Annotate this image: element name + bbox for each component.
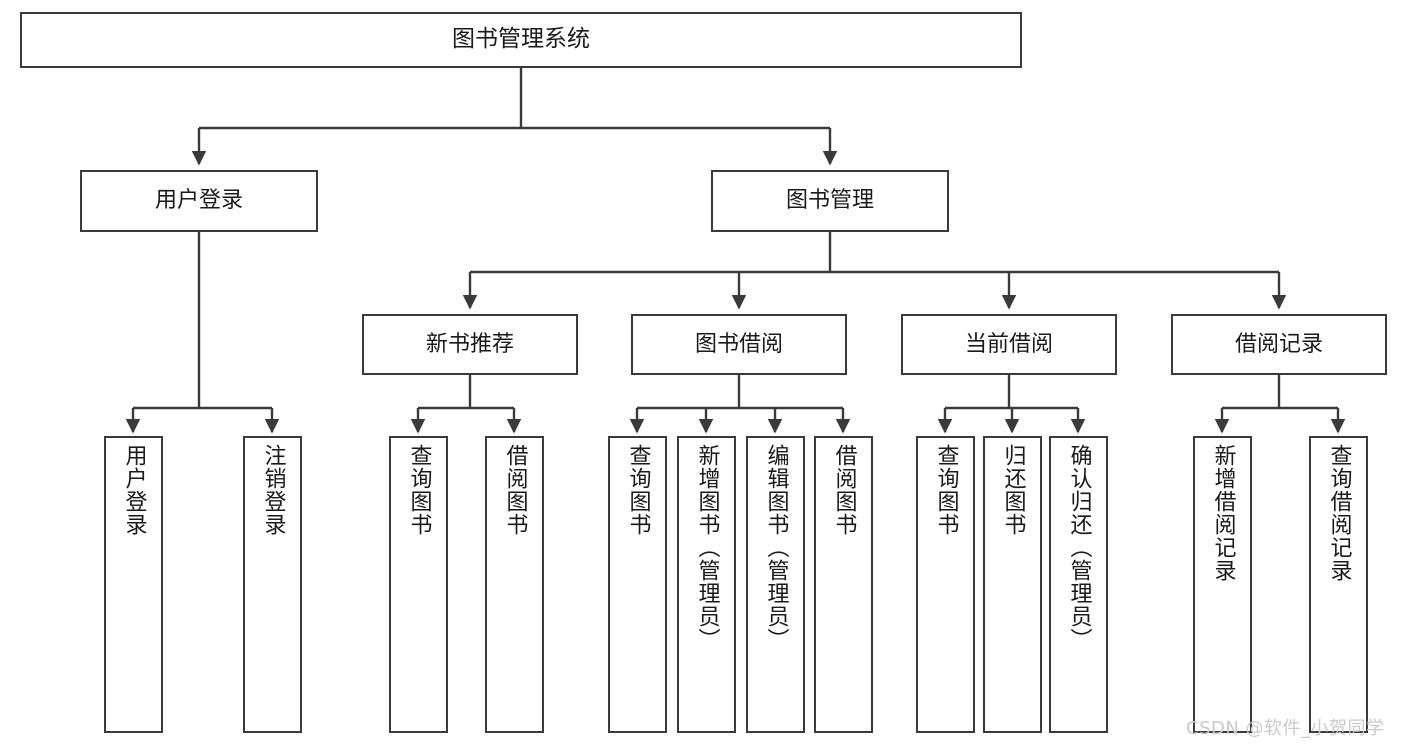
node-leaf-query-book-1-label: 查询图书 [406,444,432,536]
node-leaf-query-record[interactable]: 查询借阅记录 [1309,436,1368,733]
node-current-borrow[interactable]: 当前借阅 [901,314,1117,375]
node-leaf-edit-book-label: 编辑图书（管理员） [763,444,789,651]
node-leaf-user-login-label: 用户登录 [121,444,147,536]
node-leaf-add-book[interactable]: 新增图书（管理员） [677,436,736,733]
node-leaf-logout[interactable]: 注销登录 [243,436,302,733]
node-leaf-borrow-book-2[interactable]: 借阅图书 [814,436,873,733]
node-new-book-recommend-label: 新书推荐 [425,331,514,357]
watermark: CSDN @软件_小贺同学 [1186,718,1385,739]
node-leaf-confirm-return-label: 确认归还（管理员） [1066,444,1092,651]
node-borrow-record-label: 借阅记录 [1234,331,1323,357]
node-user-login[interactable]: 用户登录 [80,170,318,232]
node-borrow-record[interactable]: 借阅记录 [1171,314,1387,375]
node-leaf-add-book-label: 新增图书（管理员） [694,444,720,651]
node-user-login-label: 用户登录 [154,188,243,214]
node-leaf-add-record[interactable]: 新增借阅记录 [1193,436,1252,733]
node-leaf-user-login[interactable]: 用户登录 [104,436,163,733]
node-leaf-query-book-3[interactable]: 查询图书 [916,436,975,733]
node-leaf-query-record-label: 查询借阅记录 [1326,444,1352,582]
node-leaf-borrow-book-2-label: 借阅图书 [831,444,857,536]
node-leaf-query-book-2-label: 查询图书 [625,444,651,536]
node-book-management-label: 图书管理 [785,188,874,214]
node-root[interactable]: 图书管理系统 [20,12,1022,68]
node-leaf-logout-label: 注销登录 [260,444,286,536]
node-root-label: 图书管理系统 [452,26,590,53]
node-book-borrow[interactable]: 图书借阅 [631,314,847,375]
node-leaf-confirm-return[interactable]: 确认归还（管理员） [1049,436,1108,733]
node-leaf-edit-book[interactable]: 编辑图书（管理员） [746,436,805,733]
node-leaf-query-book-2[interactable]: 查询图书 [608,436,667,733]
node-leaf-borrow-book-1[interactable]: 借阅图书 [485,436,544,733]
node-leaf-query-book-1[interactable]: 查询图书 [389,436,448,733]
node-book-borrow-label: 图书借阅 [694,331,783,357]
node-leaf-return-book-label: 归还图书 [1000,444,1026,536]
node-leaf-return-book[interactable]: 归还图书 [983,436,1042,733]
node-leaf-borrow-book-1-label: 借阅图书 [502,444,528,536]
node-current-borrow-label: 当前借阅 [964,331,1053,357]
node-leaf-add-record-label: 新增借阅记录 [1210,444,1236,582]
node-leaf-query-book-3-label: 查询图书 [933,444,959,536]
node-book-management[interactable]: 图书管理 [711,170,949,232]
node-new-book-recommend[interactable]: 新书推荐 [362,314,578,375]
